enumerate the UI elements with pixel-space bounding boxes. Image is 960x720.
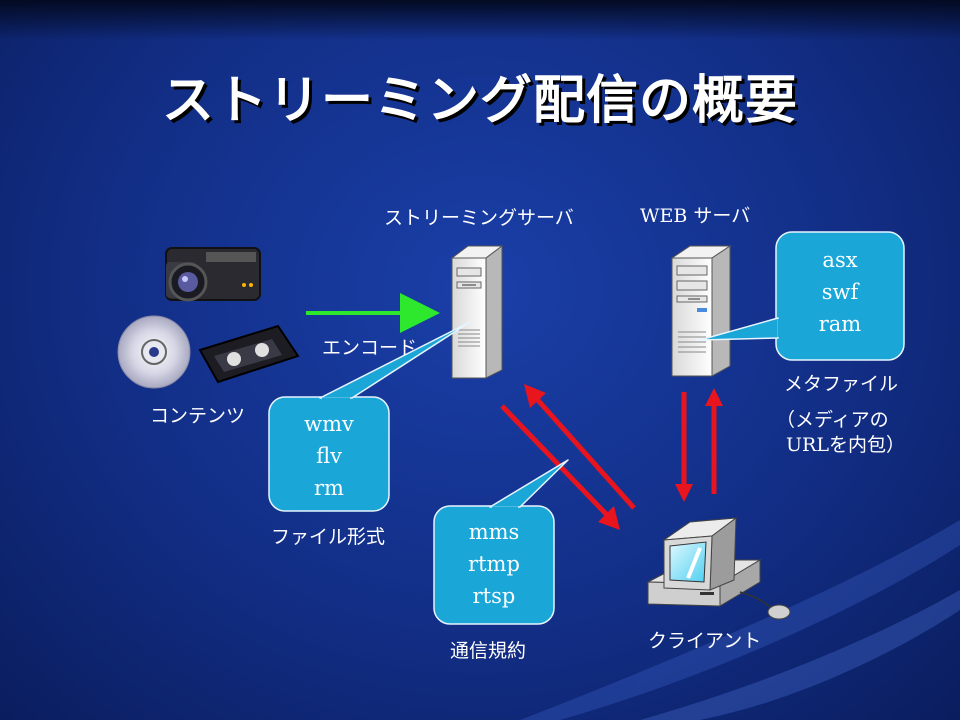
client-pc-icon: [646, 516, 791, 620]
protocol-item: mms: [468, 520, 520, 544]
file-format-label: ファイル形式: [271, 526, 386, 548]
meta-format-item: swf: [821, 280, 859, 304]
protocols-list: mms rtmp rtsp: [434, 516, 554, 612]
media-format-item: flv: [316, 444, 342, 468]
streaming-server-label: ストリーミングサーバ: [384, 207, 574, 229]
decorative-swoosh: [520, 520, 960, 720]
meta-format-item: ram: [818, 312, 862, 336]
request-arrow-to-server: [524, 384, 636, 510]
media-format-item: rm: [314, 476, 344, 500]
protocol-label: 通信規約: [450, 640, 527, 662]
web-server-icon: [670, 245, 732, 377]
meta-formats-list: asx swf ram: [776, 244, 904, 340]
protocol-item: rtmp: [468, 552, 520, 576]
contents-label: コンテンツ: [150, 405, 246, 427]
media-formats-list: wmv flv rm: [269, 408, 389, 504]
meta-format-item: asx: [822, 248, 858, 272]
media-formats-bubble: [268, 321, 471, 512]
vhs-tape-icon: [198, 324, 300, 384]
media-format-item: wmv: [304, 412, 354, 436]
meta-note-line2: URLを内包）: [786, 430, 905, 457]
video-camera-icon: [165, 247, 261, 302]
client-label: クライアント: [648, 630, 762, 652]
meta-file-label: メタファイル: [784, 373, 899, 395]
web-server-label-prefix: WEB: [640, 205, 688, 227]
meta-arrow-to-client: [675, 392, 693, 502]
web-server-label: WEB サーバ: [640, 201, 750, 228]
encode-label: エンコード: [322, 337, 418, 359]
meta-note-url: URL: [786, 434, 829, 456]
cd-disc-icon: [117, 315, 191, 389]
web-server-label-suffix: サーバ: [693, 205, 751, 227]
stream-arrow-to-client: [500, 404, 620, 530]
streaming-server-icon: [450, 245, 504, 379]
top-shadow-band: [0, 0, 960, 40]
meta-note-line1: （メディアの: [776, 409, 889, 431]
protocol-item: rtsp: [472, 584, 516, 608]
slide-title: ストリーミング配信の概要: [161, 71, 798, 131]
request-arrow-to-web: [705, 388, 723, 494]
meta-note-suffix: を内包）: [828, 434, 905, 456]
protocols-bubble: [433, 459, 569, 625]
meta-formats-bubble: [699, 231, 905, 361]
